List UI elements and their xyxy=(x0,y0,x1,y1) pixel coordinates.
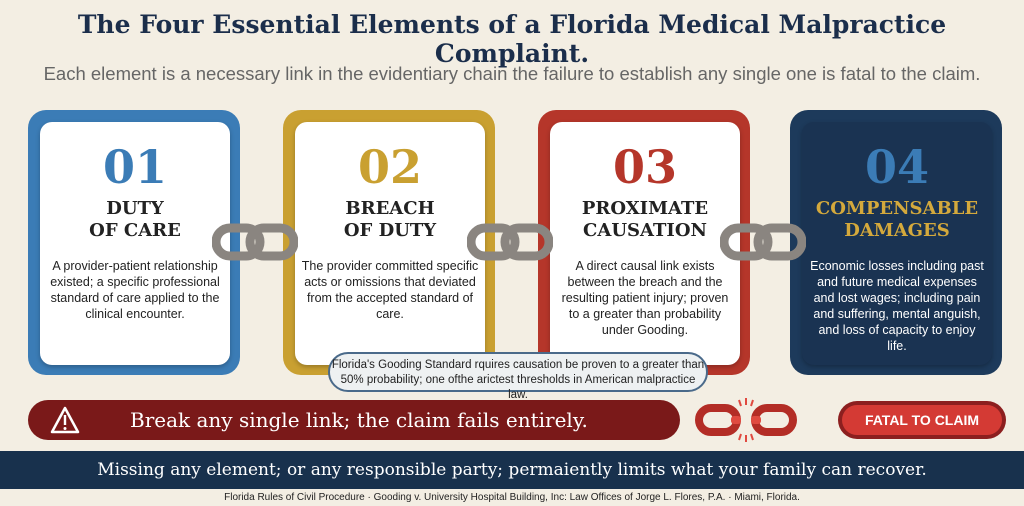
element-description: A direct causal link exists between the … xyxy=(561,259,729,337)
page-title: The Four Essential Elements of a Florida… xyxy=(77,10,947,68)
fatal-to-claim-badge: FATAL TO CLAIM xyxy=(838,401,1006,439)
element-heading: BREACH OF DUTY xyxy=(343,198,437,241)
element-description: A provider-patient relationship existed;… xyxy=(50,259,220,321)
subtitle: Each element is a necessary link in the … xyxy=(43,63,981,84)
chain-link-icon xyxy=(212,223,298,261)
element-number: 04 xyxy=(864,140,929,194)
element-number: 02 xyxy=(357,140,422,194)
element-card-breach: 02 BREACH OF DUTY The provider committed… xyxy=(283,110,495,375)
warning-banner: Break any single link; the claim fails e… xyxy=(28,400,680,440)
chain-link-icon xyxy=(467,223,553,261)
chain-link-icon xyxy=(720,223,806,261)
warning-icon xyxy=(50,406,80,434)
element-number: 01 xyxy=(102,140,167,194)
element-card-damages: 04 COMPENSABLE DAMAGES Economic losses i… xyxy=(790,110,1002,375)
element-heading: COMPENSABLE DAMAGES xyxy=(815,198,979,241)
element-description: The provider committed specific acts or … xyxy=(301,259,479,321)
element-card-causation: 03 PROXIMATE CAUSATION A direct causal l… xyxy=(538,110,750,375)
bottom-message-bar: Missing any element; or any responsible … xyxy=(0,451,1024,489)
element-heading: DUTY OF CARE xyxy=(89,198,181,241)
element-heading: PROXIMATE CAUSATION xyxy=(581,198,709,241)
fatal-label: FATAL TO CLAIM xyxy=(842,405,1002,435)
broken-chain-icon xyxy=(695,398,797,442)
footer-citation: Florida Rules of Civil Procedure · Goodi… xyxy=(224,492,800,503)
banner-text: Break any single link; the claim fails e… xyxy=(130,408,588,432)
element-number: 03 xyxy=(612,140,677,194)
element-description: Economic losses including past and futur… xyxy=(810,259,984,353)
gooding-standard-callout: Florida's Gooding Standard rquires causa… xyxy=(328,352,708,401)
element-card-duty: 01 DUTY OF CARE A provider-patient relat… xyxy=(28,110,240,375)
